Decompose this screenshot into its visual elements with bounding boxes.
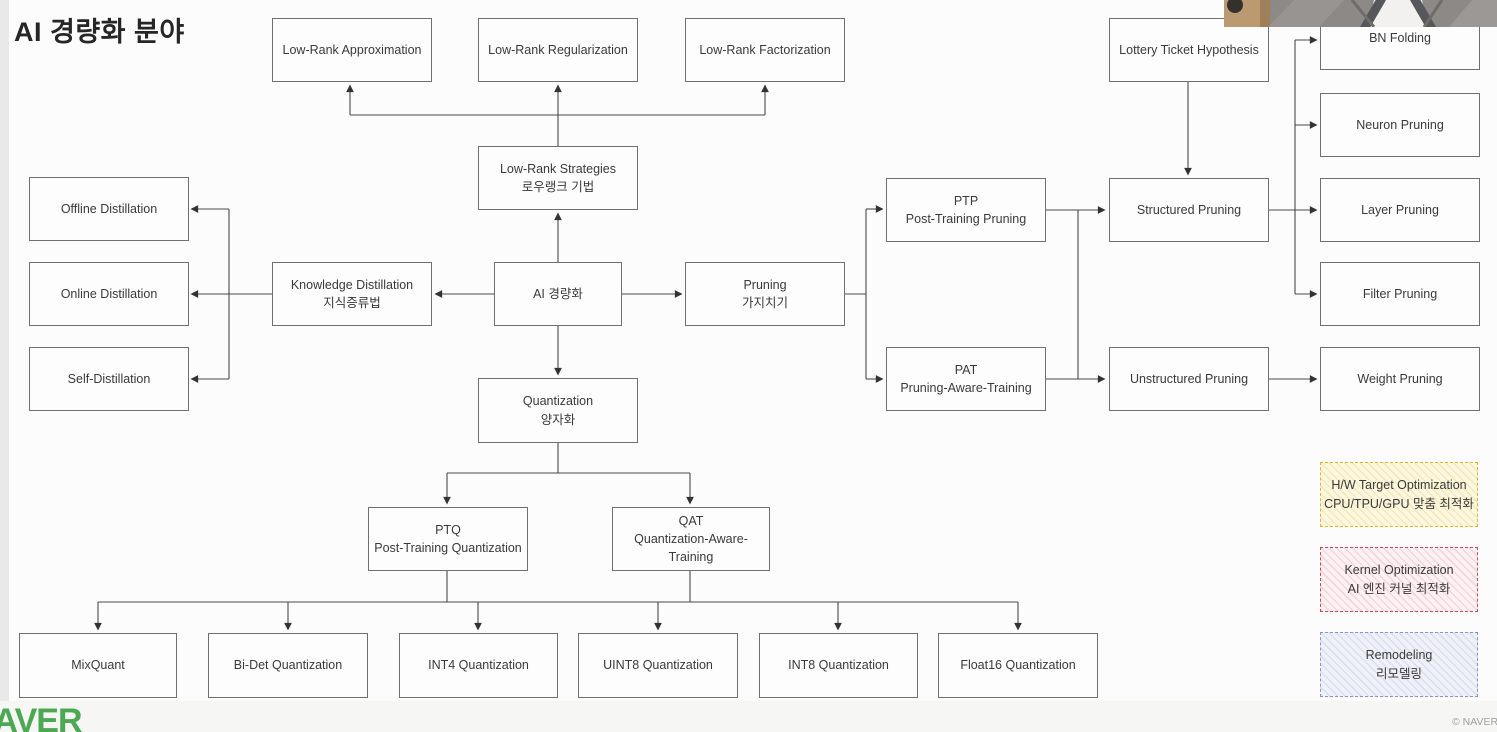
copyright-text: © NAVER [1452, 716, 1497, 728]
node-label: BN Folding [1369, 30, 1431, 45]
node-label: MixQuant [71, 658, 125, 673]
node-label: INT4 Quantization [428, 658, 529, 673]
node-lottery-ticket-hypothesis: Lottery Ticket Hypothesis [1109, 18, 1269, 82]
node-pruning: Pruning 가지치기 [685, 262, 845, 326]
node-unstructured-pruning: Unstructured Pruning [1109, 347, 1269, 411]
node-label: Low-Rank Regularization [488, 42, 628, 57]
node-label: Weight Pruning [1357, 371, 1443, 386]
legend-remodeling: Remodeling 리모델링 [1320, 632, 1478, 697]
node-ptq: PTQ Post-Training Quantization [368, 507, 528, 571]
node-label: Neuron Pruning [1356, 117, 1444, 132]
node-knowledge-distillation: Knowledge Distillation 지식증류법 [272, 262, 432, 326]
node-label: QAT [678, 513, 704, 528]
legend-kernel-optimization: Kernel Optimization AI 엔진 커널 최적화 [1320, 547, 1478, 612]
node-label: Structured Pruning [1136, 202, 1242, 217]
node-label: PAT [954, 362, 978, 377]
node-sublabel: Quantization-Aware- Training [634, 531, 748, 565]
node-sublabel: 가지치기 [741, 296, 788, 310]
node-label: Quantization [522, 394, 594, 409]
node-label: Float16 Quantization [960, 658, 1076, 673]
node-label: Layer Pruning [1361, 202, 1439, 217]
legend-sublabel: CPU/TPU/GPU 맞춤 최적화 [1324, 496, 1474, 511]
node-ai-lightweighting: AI 경량화 [494, 262, 622, 326]
node-label: Low-Rank Factorization [699, 42, 831, 57]
node-low-rank-factorization: Low-Rank Factorization [685, 18, 845, 82]
node-label: Knowledge Distillation [290, 277, 414, 292]
node-mixquant: MixQuant [19, 633, 177, 698]
node-int4-quantization: INT4 Quantization [399, 633, 558, 698]
legend-label: Kernel Optimization [1344, 562, 1454, 577]
node-online-distillation: Online Distillation [29, 262, 189, 326]
node-uint8-quantization: UINT8 Quantization [578, 633, 738, 698]
node-label: UINT8 Quantization [603, 658, 713, 673]
node-bi-det-quantization: Bi-Det Quantization [208, 633, 368, 698]
bottom-band [0, 701, 1497, 732]
node-low-rank-approximation: Low-Rank Approximation [272, 18, 432, 82]
node-quantization: Quantization 양자화 [478, 378, 638, 443]
node-low-rank-regularization: Low-Rank Regularization [478, 18, 638, 82]
node-qat: QAT Quantization-Aware- Training [612, 507, 770, 571]
node-sublabel: Post-Training Pruning [905, 212, 1027, 226]
legend-label: Remodeling [1365, 647, 1433, 662]
node-sublabel: 로우랭크 기법 [521, 180, 595, 194]
node-self-distillation: Self-Distillation [29, 347, 189, 411]
node-label: Bi-Det Quantization [233, 658, 343, 673]
node-label: Pruning [743, 277, 787, 292]
node-label: Offline Distillation [60, 201, 158, 216]
node-sublabel: 지식증류법 [323, 296, 381, 310]
node-label: AI 경량화 [533, 286, 583, 301]
presenter-webcam-video [1224, 0, 1497, 27]
node-filter-pruning: Filter Pruning [1320, 262, 1480, 326]
node-low-rank-strategies: Low-Rank Strategies 로우랭크 기법 [478, 146, 638, 210]
node-int8-quantization: INT8 Quantization [759, 633, 918, 698]
node-label: Filter Pruning [1362, 286, 1438, 301]
node-offline-distillation: Offline Distillation [29, 177, 189, 241]
node-weight-pruning: Weight Pruning [1320, 347, 1480, 411]
node-layer-pruning: Layer Pruning [1320, 178, 1480, 242]
node-structured-pruning: Structured Pruning [1109, 178, 1269, 242]
node-label: PTQ [435, 522, 461, 537]
node-ptp: PTP Post-Training Pruning [886, 178, 1046, 242]
legend-hw-target-optimization: H/W Target Optimization CPU/TPU/GPU 맞춤 최… [1320, 462, 1478, 527]
node-float16-quantization: Float16 Quantization [938, 633, 1098, 698]
presenter-image [1224, 0, 1497, 27]
node-sublabel: Pruning-Aware-Training [900, 381, 1032, 395]
node-label: Low-Rank Strategies [499, 161, 617, 176]
legend-label: H/W Target Optimization [1331, 477, 1467, 492]
node-label: Self-Distillation [67, 371, 151, 386]
node-pat: PAT Pruning-Aware-Training [886, 347, 1046, 411]
naver-logo: NAVER [0, 702, 82, 732]
node-label: Lottery Ticket Hypothesis [1119, 42, 1259, 57]
node-label: Unstructured Pruning [1129, 371, 1249, 386]
node-label: Online Distillation [60, 286, 158, 301]
node-sublabel: Post-Training Quantization [374, 541, 522, 555]
legend-sublabel: 리모델링 [1375, 666, 1422, 681]
node-label: INT8 Quantization [788, 658, 889, 673]
node-neuron-pruning: Neuron Pruning [1320, 93, 1480, 157]
node-label: Low-Rank Approximation [282, 42, 422, 57]
legend-sublabel: AI 엔진 커널 최적화 [1347, 581, 1451, 596]
node-sublabel: 양자화 [540, 412, 576, 427]
left-edge-strip [0, 0, 9, 732]
page-title: AI 경량화 분야 [14, 17, 185, 47]
node-label: PTP [953, 193, 979, 208]
